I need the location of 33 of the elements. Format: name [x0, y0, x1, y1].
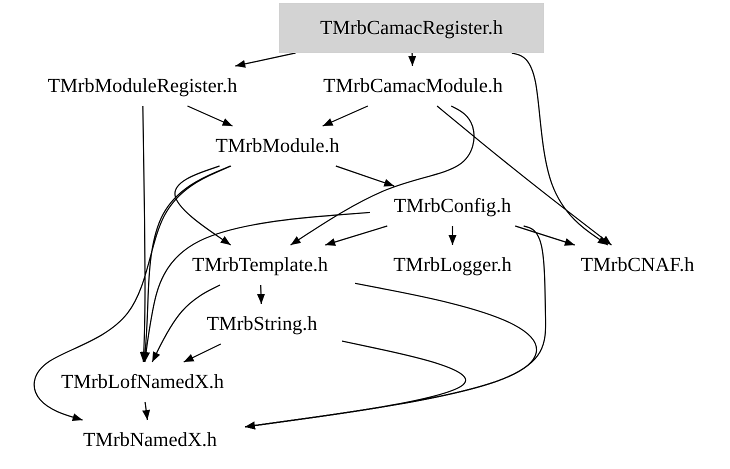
arrow — [142, 402, 150, 420]
arrow — [183, 343, 222, 363]
arrow — [140, 106, 148, 362]
arrow — [322, 105, 368, 127]
arrow — [325, 225, 388, 246]
arrow — [187, 105, 233, 127]
arrow — [141, 165, 231, 362]
file-name: TMrbCamacRegister.h — [320, 16, 503, 40]
file-name: TMrbTemplate.h — [192, 254, 328, 276]
arrow — [512, 52, 608, 246]
arrow — [515, 225, 575, 246]
file-name: TMrbModuleRegister.h — [48, 74, 238, 98]
file-name: TMrbCamacModule.h — [323, 74, 503, 98]
file-name: TMrbLofNamedX.h — [61, 370, 224, 394]
arrow — [256, 284, 265, 304]
arrow — [174, 165, 231, 246]
file-name: TMrbLogger.h — [393, 254, 512, 276]
arrow — [408, 52, 416, 66]
file-name: TMrbString.h — [206, 312, 318, 336]
highlighted-file-box — [279, 3, 544, 53]
arrow — [290, 105, 475, 246]
arrow — [336, 165, 394, 187]
arrow — [142, 212, 370, 362]
file-name: TMrbCNAF.h — [580, 254, 694, 276]
arrow — [436, 106, 612, 246]
arrow — [448, 226, 456, 245]
file-name: TMrbNamedX.h — [83, 428, 217, 452]
arrow — [34, 165, 232, 421]
arrow — [244, 340, 466, 430]
arrow — [235, 52, 296, 68]
file-name: TMrbConfig.h — [394, 194, 512, 218]
file-name: TMrbModule.h — [216, 134, 340, 158]
arrow — [152, 284, 220, 362]
